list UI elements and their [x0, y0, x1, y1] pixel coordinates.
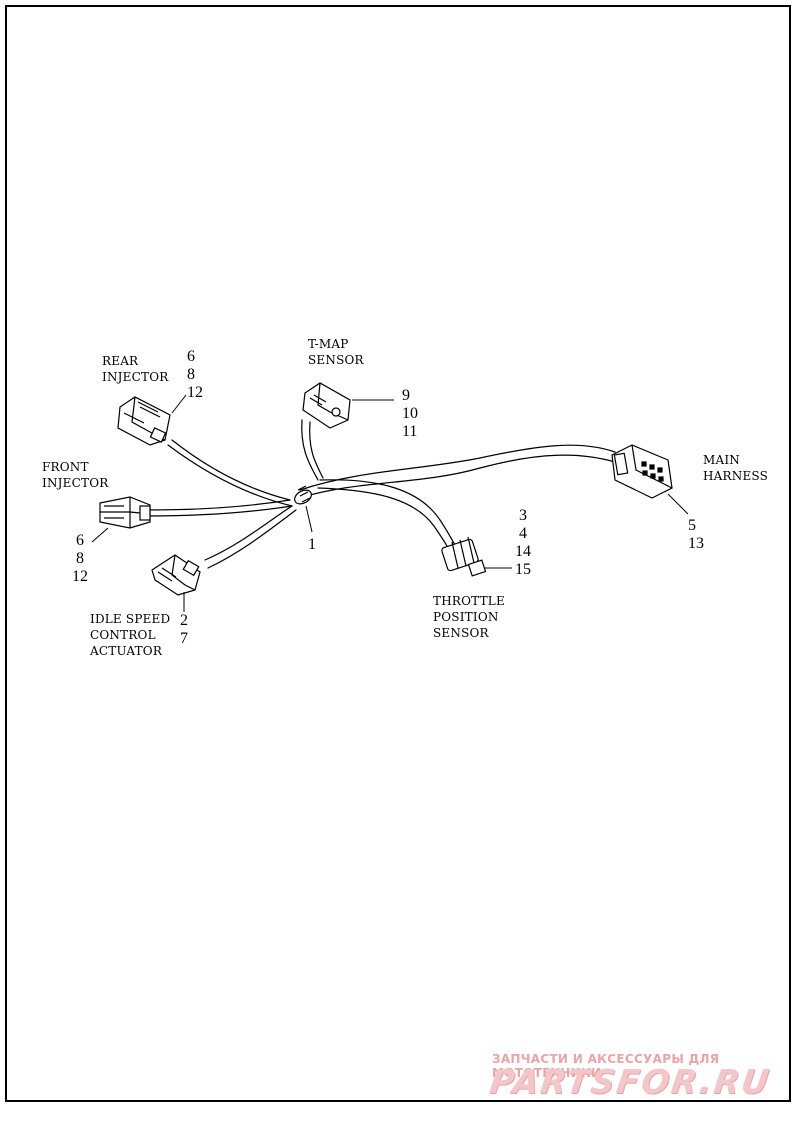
- leader-harness-1: [305, 505, 313, 533]
- front-injector-refs: 6 8 12: [72, 532, 88, 585]
- front-injector-wire-a: [147, 499, 291, 511]
- main-harness-connector: [611, 444, 673, 499]
- leader-rear-injector: [171, 394, 187, 414]
- leader-main-harness: [667, 493, 689, 515]
- watermark-tagline: ЗАПЧАСТИ И АКСЕССУАРЫ ДЛЯ МОТОТЕХНИКИ: [492, 1052, 720, 1080]
- page-frame: [5, 5, 791, 1102]
- front-injector-label: FRONT INJECTOR: [42, 460, 109, 490]
- watermark-logo: PARTSFOR.RU: [487, 1062, 774, 1101]
- idle-wire-a: [204, 505, 293, 561]
- main-harness-label: MAIN HARNESS: [703, 453, 769, 483]
- harness-grommet: [294, 485, 312, 505]
- main-harness-refs: 5 13: [688, 517, 704, 552]
- rear-injector-connector: [117, 396, 171, 446]
- trunk-wire-lower: [302, 454, 616, 498]
- rear-injector-wire-b: [167, 444, 293, 507]
- throttle-wire-b: [317, 487, 449, 549]
- tmap-wire-a: [301, 419, 319, 481]
- tmap-sensor-connector: [302, 382, 351, 429]
- rear-injector-label: REAR INJECTOR: [102, 354, 169, 384]
- rear-injector-wire-a: [171, 439, 291, 501]
- tmap-wire-b: [309, 421, 324, 479]
- tmap-sensor-label: T-MAP SENSOR: [308, 337, 364, 367]
- idle-refs: 2 7: [180, 612, 188, 647]
- tmap-refs: 9 10 11: [402, 387, 418, 440]
- rear-injector-refs: 6 8 12: [187, 348, 203, 401]
- front-injector-connector: [99, 496, 151, 529]
- throttle-sensor-connector: [441, 536, 487, 577]
- idle-wire-b: [207, 509, 297, 569]
- leader-front-injector: [91, 527, 109, 543]
- throttle-sensor-label: THROTTLE POSITION SENSOR: [433, 594, 505, 640]
- front-injector-wire-b: [147, 505, 293, 517]
- harness-ref: 1: [308, 536, 316, 553]
- trunk-wire-upper: [299, 444, 616, 491]
- idle-actuator-connector: [151, 554, 201, 596]
- idle-actuator-label: IDLE SPEED CONTROL ACTUATOR: [90, 612, 171, 658]
- throttle-wire-a: [319, 479, 456, 546]
- throttle-refs: 3 4 14 15: [515, 507, 531, 578]
